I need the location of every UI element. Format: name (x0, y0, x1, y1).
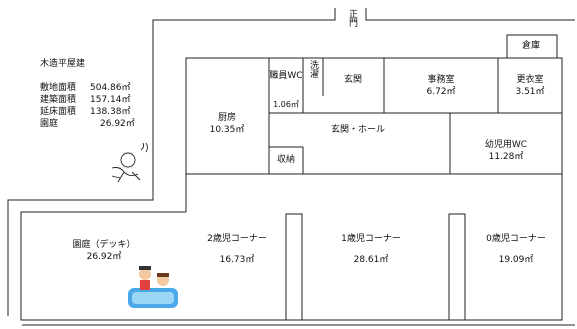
corner-0yo-label: 0歳児コーナー (486, 234, 546, 244)
corner-2yo-area: 16.73㎡ (219, 255, 255, 265)
main-gate-label: 正門 (347, 9, 357, 27)
building-title: 木造平屋建 (40, 59, 86, 69)
swimming-pool-illustration (128, 266, 178, 308)
office-label: 事務室 (427, 75, 455, 85)
child-wc-area: 11.28㎡ (488, 152, 524, 162)
deck-label: 園庭（デッキ） (72, 240, 136, 250)
entrance-label: 玄関 (343, 75, 363, 85)
site-boundary (7, 8, 336, 316)
child-wc-label: 幼児用WC (484, 140, 528, 150)
storage-label: 倉庫 (521, 41, 541, 51)
spec-label: 園庭 (40, 119, 59, 129)
closet-label: 収納 (276, 155, 296, 165)
spec-row: 園庭 26.92㎡ (40, 118, 135, 130)
spec-label: 建築面積 (40, 95, 77, 105)
locker-area: 3.51㎡ (515, 87, 545, 97)
spec-value: 504.86㎡ (90, 83, 131, 93)
child-running-illustration (111, 142, 148, 183)
corner-1yo-area: 28.61㎡ (353, 255, 389, 265)
spec-value: 157.14㎡ (90, 95, 131, 105)
building-info: 木造平屋建 敷地面積 504.86㎡ 建築面積 157.14㎡ 延床面積 138.38… (40, 58, 135, 130)
laundry-label: 洗濯 (308, 60, 318, 78)
kitchen-label: 厨房 (217, 113, 237, 123)
corner-1yo-label: 1歳児コーナー (341, 234, 401, 244)
deck-area: 26.92㎡ (86, 252, 122, 262)
spec-value: 138.38㎡ (90, 107, 131, 117)
staff-wc-area: 1.06㎡ (273, 100, 299, 109)
spec-row: 延床面積 138.38㎡ (40, 106, 135, 118)
site-boundary-right (365, 8, 575, 21)
spec-row: 敷地面積 504.86㎡ (40, 82, 135, 94)
corner-2yo-label: 2歳児コーナー (207, 234, 267, 244)
spec-label: 延床面積 (40, 107, 77, 117)
kitchen-area: 10.35㎡ (209, 125, 245, 135)
locker-label: 更衣室 (516, 75, 544, 85)
spec-row: 建築面積 157.14㎡ (40, 94, 135, 106)
corner-0yo-area: 19.09㎡ (498, 255, 534, 265)
office-area: 6.72㎡ (426, 87, 456, 97)
spec-value: 26.92㎡ (100, 119, 135, 129)
staff-wc-label: 職員WC (269, 71, 303, 81)
hall-label: 玄関・ホール (330, 125, 386, 135)
spec-label: 敷地面積 (40, 83, 77, 93)
